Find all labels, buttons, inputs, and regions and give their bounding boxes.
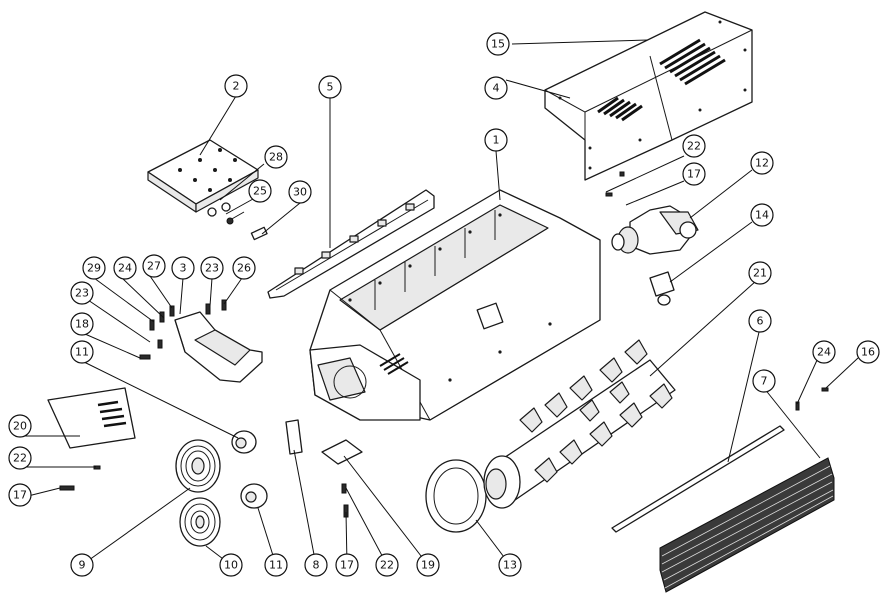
callout-12: 12 bbox=[750, 151, 774, 175]
svg-text:4: 4 bbox=[493, 82, 500, 95]
svg-text:15: 15 bbox=[491, 38, 505, 51]
callout-17-left: 17 bbox=[8, 483, 32, 507]
callout-9: 9 bbox=[70, 553, 94, 577]
part-9-pulley bbox=[175, 439, 221, 493]
svg-text:9: 9 bbox=[79, 559, 86, 572]
callout-15: 15 bbox=[486, 32, 510, 56]
svg-text:5: 5 bbox=[327, 81, 334, 94]
svg-text:10: 10 bbox=[224, 559, 238, 572]
svg-text:14: 14 bbox=[755, 209, 769, 222]
callout-22-right: 22 bbox=[682, 134, 706, 158]
callout-24-left: 24 bbox=[113, 256, 137, 280]
svg-text:3: 3 bbox=[180, 262, 187, 275]
callout-18: 18 bbox=[70, 312, 94, 336]
svg-text:12: 12 bbox=[755, 157, 769, 170]
part-14-block bbox=[649, 271, 675, 306]
callout-23-top: 23 bbox=[200, 256, 224, 280]
callout-6: 6 bbox=[748, 309, 772, 333]
callout-14: 14 bbox=[750, 203, 774, 227]
callout-1: 1 bbox=[484, 128, 508, 152]
callout-2: 2 bbox=[224, 74, 248, 98]
callout-7: 7 bbox=[752, 369, 776, 393]
svg-text:30: 30 bbox=[293, 186, 307, 199]
callout-10: 10 bbox=[219, 553, 243, 577]
svg-text:21: 21 bbox=[753, 267, 767, 280]
svg-text:8: 8 bbox=[313, 559, 320, 572]
svg-text:7: 7 bbox=[761, 375, 768, 388]
callout-28: 28 bbox=[264, 145, 288, 169]
callout-17-bottom: 17 bbox=[335, 553, 359, 577]
part-20-side-cover bbox=[47, 387, 136, 449]
leader-lines bbox=[19, 39, 859, 566]
svg-text:27: 27 bbox=[147, 260, 161, 273]
svg-text:29: 29 bbox=[87, 262, 101, 275]
svg-text:24: 24 bbox=[118, 262, 132, 275]
part-19-plate bbox=[321, 439, 363, 465]
svg-text:17: 17 bbox=[687, 168, 701, 181]
callout-8: 8 bbox=[304, 553, 328, 577]
svg-text:18: 18 bbox=[75, 318, 89, 331]
callout-3: 3 bbox=[171, 256, 195, 280]
svg-text:11: 11 bbox=[75, 346, 89, 359]
part-13-gasket bbox=[425, 459, 487, 533]
svg-text:13: 13 bbox=[503, 559, 517, 572]
svg-text:17: 17 bbox=[340, 559, 354, 572]
callout-19: 19 bbox=[416, 553, 440, 577]
callout-17-right: 17 bbox=[682, 162, 706, 186]
small-bolts-left bbox=[139, 299, 227, 360]
callout-27: 27 bbox=[142, 254, 166, 278]
callout-22-left: 22 bbox=[8, 446, 32, 470]
part-2-mount-plate bbox=[147, 139, 259, 213]
part-6-rod bbox=[611, 425, 785, 533]
part-5-wear-bar bbox=[267, 189, 435, 299]
part-1-main-housing bbox=[309, 189, 601, 421]
callout-23-left: 23 bbox=[70, 281, 94, 305]
callout-5: 5 bbox=[318, 75, 342, 99]
svg-text:28: 28 bbox=[269, 151, 283, 164]
callout-25: 25 bbox=[248, 179, 272, 203]
part-12-gearbox bbox=[611, 205, 699, 255]
callout-13: 13 bbox=[498, 553, 522, 577]
part-10-pulley bbox=[179, 497, 221, 547]
svg-text:19: 19 bbox=[421, 559, 435, 572]
callout-16: 16 bbox=[856, 340, 880, 364]
callout-4: 4 bbox=[484, 76, 508, 100]
callout-11-left: 11 bbox=[70, 340, 94, 364]
svg-text:6: 6 bbox=[757, 315, 764, 328]
svg-text:22: 22 bbox=[380, 559, 394, 572]
part-11-bushing-lower bbox=[240, 483, 268, 509]
part-7-chain-curtain bbox=[659, 457, 835, 593]
svg-text:23: 23 bbox=[205, 262, 219, 275]
svg-text:22: 22 bbox=[687, 140, 701, 153]
callout-29: 29 bbox=[82, 256, 106, 280]
callout-22-bottom: 22 bbox=[375, 553, 399, 577]
svg-text:25: 25 bbox=[253, 185, 267, 198]
part-3-bracket bbox=[174, 311, 263, 383]
svg-text:26: 26 bbox=[237, 262, 251, 275]
part-8-plate bbox=[285, 419, 303, 455]
svg-text:22: 22 bbox=[13, 452, 27, 465]
callout-24-right: 24 bbox=[812, 340, 836, 364]
svg-text:20: 20 bbox=[13, 420, 27, 433]
svg-text:17: 17 bbox=[13, 489, 27, 502]
callout-11-bottom: 11 bbox=[264, 553, 288, 577]
part-21-rotor bbox=[483, 339, 676, 509]
svg-text:16: 16 bbox=[861, 346, 875, 359]
callout-20: 20 bbox=[8, 414, 32, 438]
svg-text:24: 24 bbox=[817, 346, 831, 359]
svg-text:1: 1 bbox=[493, 134, 500, 147]
callout-30: 30 bbox=[288, 180, 312, 204]
callout-21: 21 bbox=[748, 261, 772, 285]
top-cover-assembly bbox=[544, 11, 753, 181]
callout-26: 26 bbox=[232, 256, 256, 280]
part-11-bushing-upper bbox=[231, 430, 257, 454]
svg-text:2: 2 bbox=[233, 80, 240, 93]
svg-text:23: 23 bbox=[75, 287, 89, 300]
svg-text:11: 11 bbox=[269, 559, 283, 572]
bolts-28-25-30 bbox=[207, 202, 268, 241]
